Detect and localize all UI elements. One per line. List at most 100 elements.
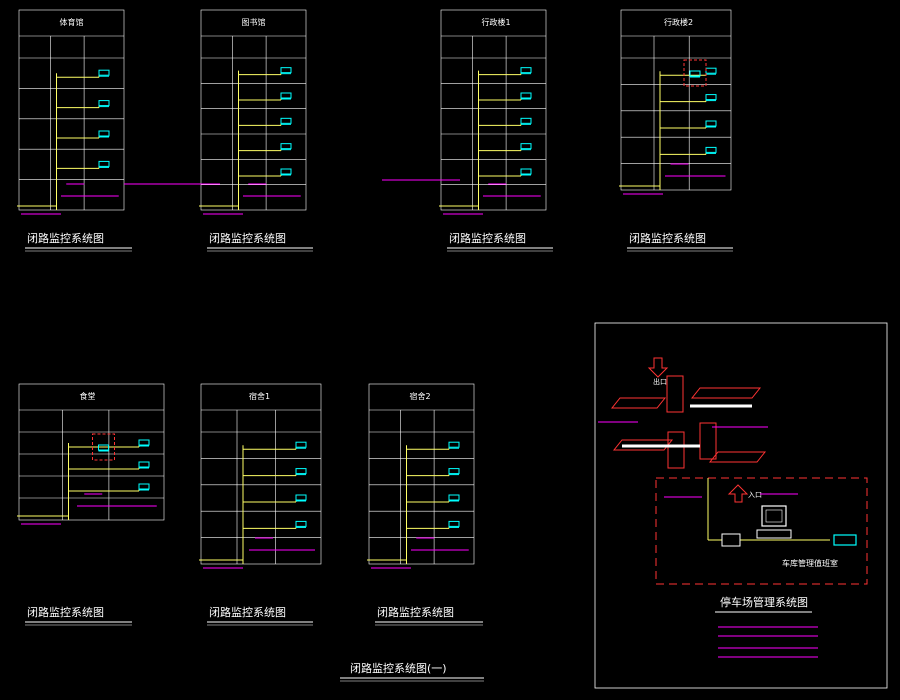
camera-body [280,143,292,150]
diagram-caption: 闭路监控系统图 [377,605,454,619]
camera-icon [98,69,110,77]
diagram-caption: 闭路监控系统图 [209,231,286,245]
lane-platform [708,451,767,463]
riser-title: 行政楼1 [482,17,511,27]
entry-label: 入口 [748,491,762,499]
computer-screen [765,509,783,523]
diagram-caption: 闭路监控系统图 [209,605,286,619]
barrier-cabinet [699,422,717,460]
camera-icon [295,520,307,528]
lane-platform [610,397,667,409]
camera-body [138,461,150,468]
exit-label: 出口 [653,377,667,386]
riser-title: 宿舍1 [249,391,270,401]
camera-icon [295,441,307,449]
camera-body [448,441,460,448]
camera-body [448,520,460,527]
riser-table-frame [200,383,322,565]
dome-camera-marker [683,59,707,87]
camera-icon [98,444,109,452]
riser-d6: 宿舍1 闭路监控系统图 [199,383,322,626]
camera-body [520,117,532,124]
camera-icon [98,160,110,168]
camera-icon [280,92,292,100]
duty-room-boundary [655,477,868,585]
camera-body [138,439,150,446]
lane-platform [612,439,674,451]
lane-platform [690,387,762,399]
camera-icon [448,520,460,528]
dome-camera-marker [92,433,115,461]
barrier-cabinet [666,375,684,413]
camera-icon [448,468,460,476]
camera-icon [280,117,292,125]
camera-icon [138,439,150,447]
camera-icon [520,168,532,176]
camera-icon [295,494,307,502]
printer-icon [833,534,857,546]
camera-body [705,146,717,153]
controller-box [721,533,741,547]
camera-body [280,92,292,99]
riser-d4: 行政楼2 闭路监控系统图 [619,9,733,252]
camera-icon [295,468,307,476]
computer-monitor-icon [761,505,787,527]
riser-title: 食堂 [80,391,96,401]
camera-body [705,94,717,101]
camera-icon [520,67,532,75]
camera-icon [705,120,717,128]
diagram-caption: 闭路监控系统图 [449,231,526,245]
camera-icon [705,146,717,154]
camera-icon [98,130,110,138]
camera-body [280,117,292,124]
camera-icon [689,70,701,78]
camera-icon [448,494,460,502]
camera-body [98,444,109,451]
camera-icon [448,441,460,449]
riser-table-frame [18,383,165,521]
computer-keyboard-icon [756,529,792,539]
camera-body [520,168,532,175]
riser-table-frame [200,9,307,211]
exit-arrow-icon [727,484,749,503]
camera-body [295,494,307,501]
camera-body [448,468,460,475]
riser-table-frame [18,9,125,211]
camera-icon [280,67,292,75]
sheet-title: 闭路监控系统图(一) [350,661,447,675]
parking-caption: 停车场管理系统图 [720,595,808,609]
riser-table-frame [440,9,547,211]
camera-body [520,143,532,150]
parking-frame [594,322,888,689]
camera-body [280,67,292,74]
camera-body [295,520,307,527]
camera-body [295,468,307,475]
riser-d3: 行政楼1 闭路监控系统图 [439,9,553,252]
camera-icon [520,143,532,151]
camera-body [280,168,292,175]
camera-body [98,160,110,167]
camera-icon [280,168,292,176]
riser-title: 行政楼2 [664,17,693,27]
camera-body [98,100,110,107]
diagram-caption: 闭路监控系统图 [27,605,104,619]
camera-body [98,69,110,76]
camera-body [705,120,717,127]
camera-body [689,70,701,77]
camera-icon [520,92,532,100]
camera-body [138,483,150,490]
camera-body [448,494,460,501]
camera-body [98,130,110,137]
camera-icon [98,100,110,108]
diagram-caption: 闭路监控系统图 [629,231,706,245]
camera-icon [280,143,292,151]
camera-body [520,67,532,74]
camera-icon [138,483,150,491]
camera-icon [705,94,717,102]
